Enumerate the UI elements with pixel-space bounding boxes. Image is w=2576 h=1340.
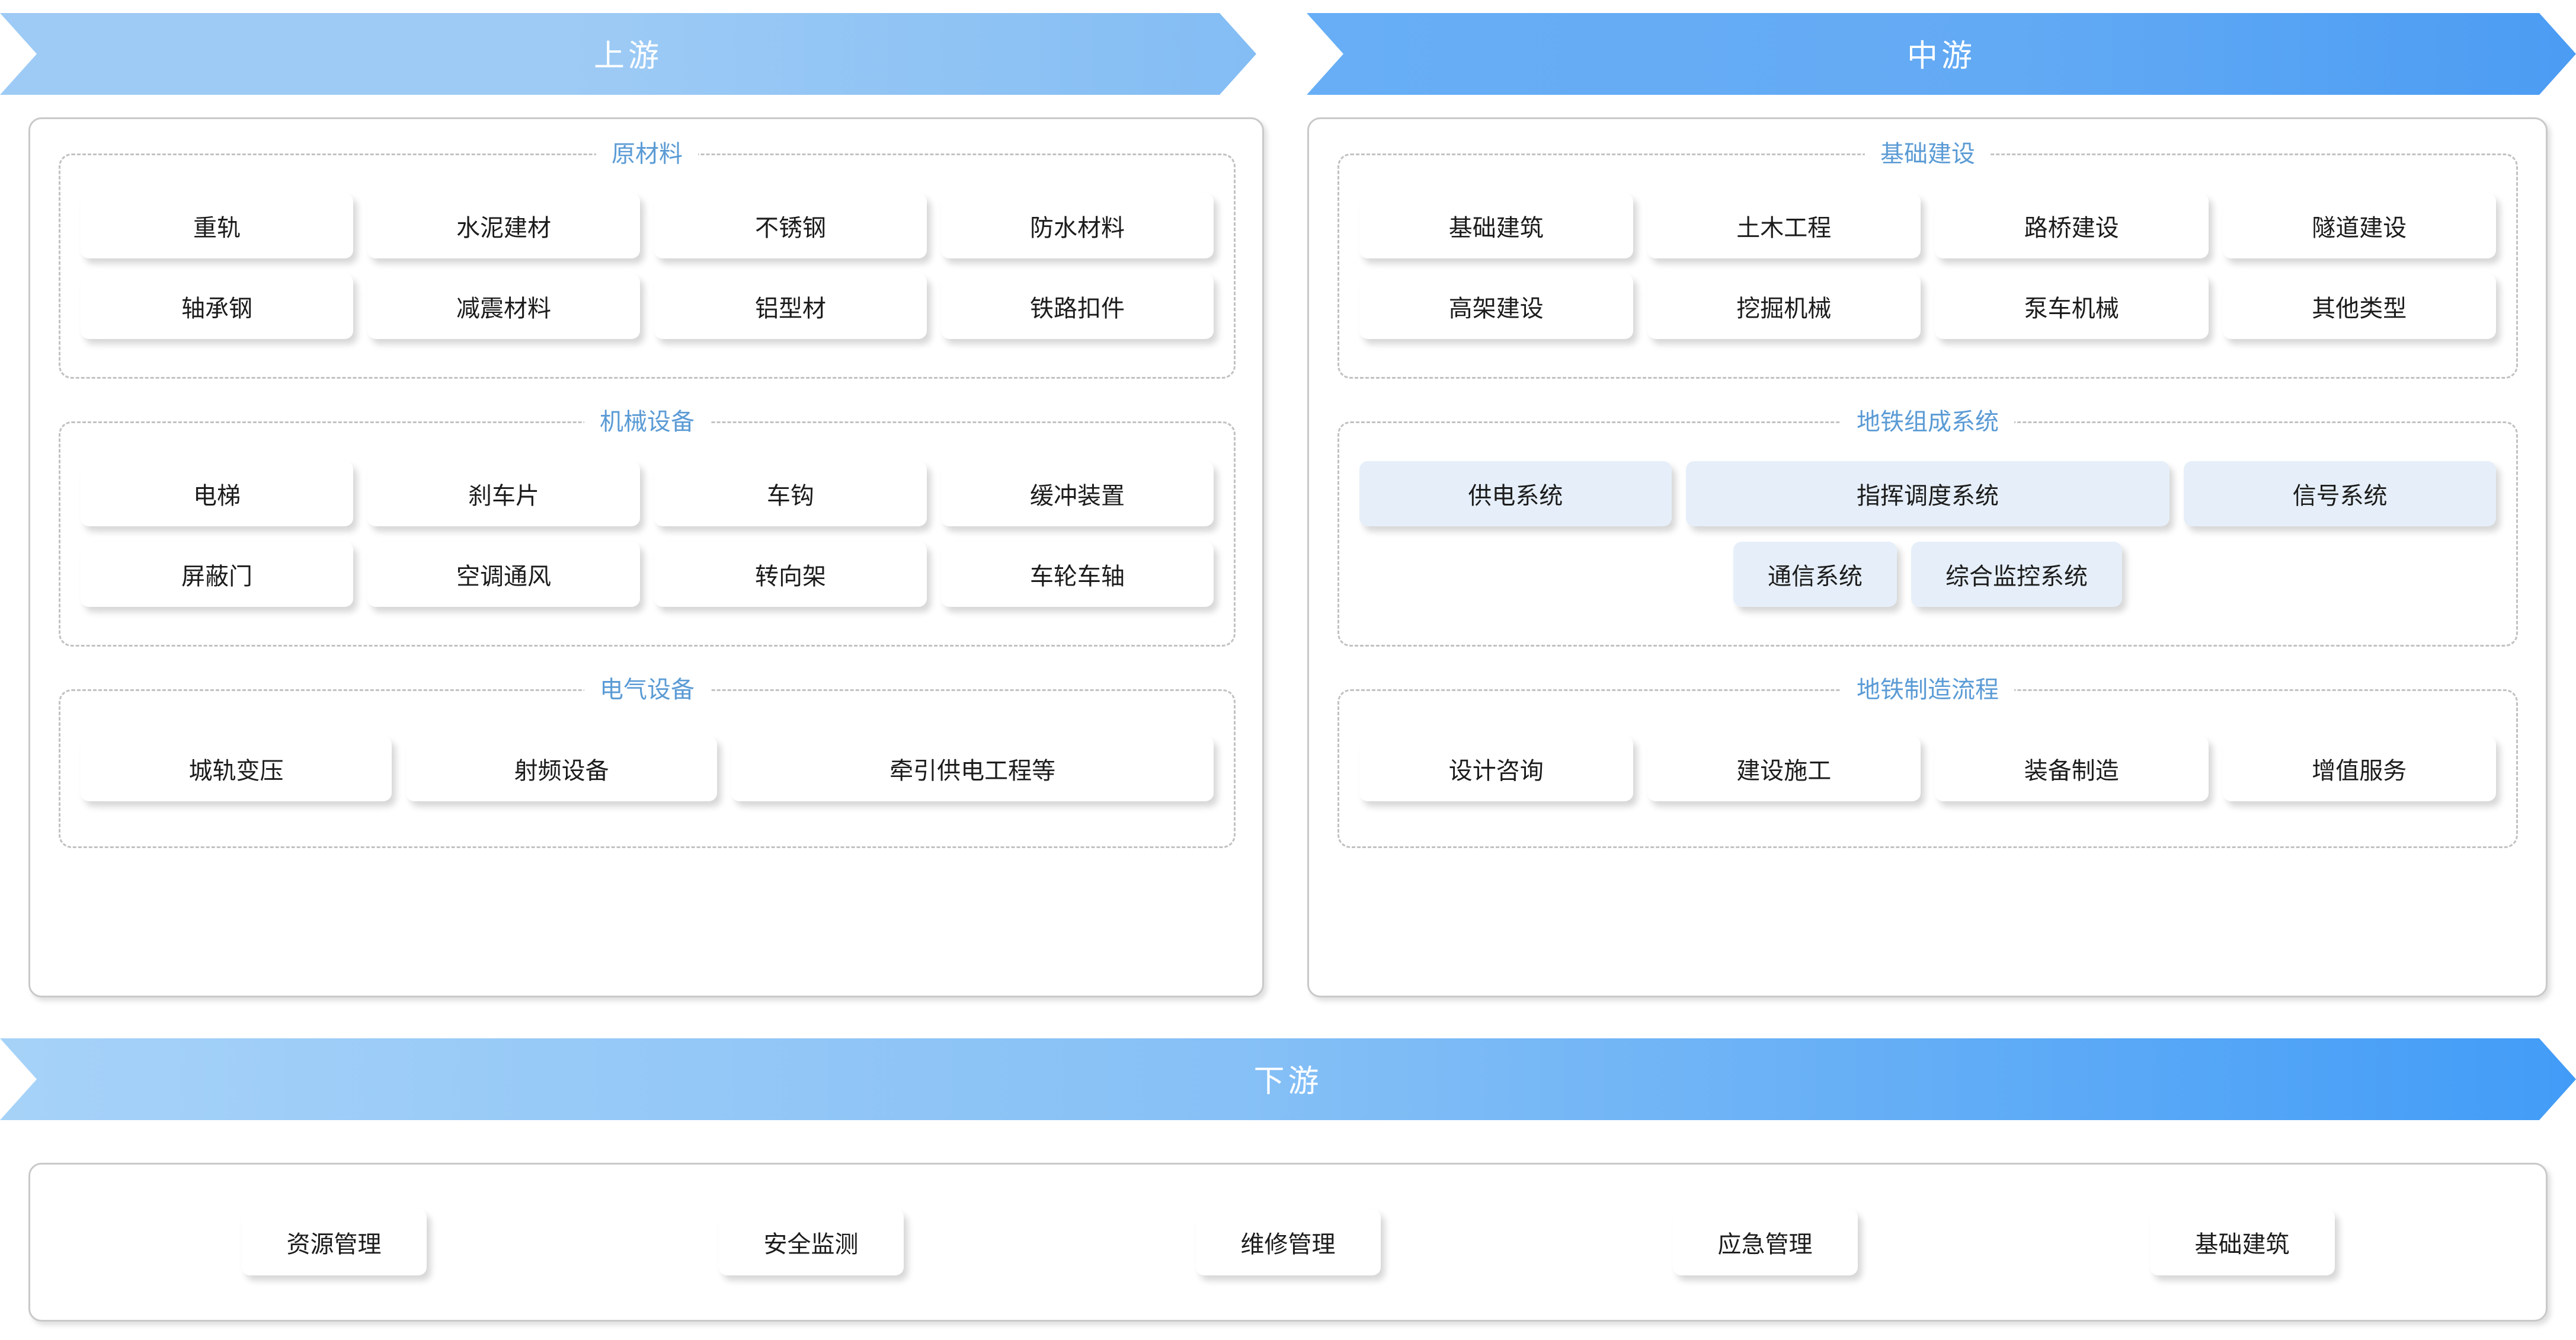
- chip-item[interactable]: 基础建筑: [2149, 1209, 2335, 1275]
- banner-upstream-label: 上游: [593, 39, 663, 73]
- chip-item[interactable]: 建设施工: [1647, 736, 1921, 801]
- chip-item[interactable]: 缓冲装置: [941, 461, 1214, 526]
- group-metro-systems: 地铁组成系统 供电系统 指挥调度系统 信号系统 通信系统 综合监控系统: [1337, 405, 2518, 647]
- chip-item[interactable]: 减震材料: [367, 274, 640, 339]
- chip-item[interactable]: 重轨: [81, 193, 353, 258]
- group-infrastructure: 基础建设 基础建筑 土木工程 路桥建设 隧道建设 高架建设 挖掘机械 泵车机械 …: [1337, 137, 2518, 379]
- chip-item[interactable]: 增值服务: [2222, 736, 2496, 801]
- chip-row: 电梯 刹车片 车钩 缓冲装置: [81, 461, 1214, 526]
- panel-midstream: 基础建设 基础建筑 土木工程 路桥建设 隧道建设 高架建设 挖掘机械 泵车机械 …: [1307, 117, 2548, 997]
- chip-item[interactable]: 车钩: [654, 461, 927, 526]
- chip-item[interactable]: 牵引供电工程等: [731, 736, 1214, 801]
- chip-item[interactable]: 基础建筑: [1359, 193, 1633, 258]
- chip-item[interactable]: 防水材料: [941, 193, 1214, 258]
- chip-item[interactable]: 路桥建设: [1935, 193, 2209, 258]
- chip-row: 基础建筑 土木工程 路桥建设 隧道建设: [1359, 193, 2496, 258]
- chip-row: 轴承钢 减震材料 铝型材 铁路扣件: [81, 274, 1214, 339]
- panel-downstream: 资源管理 安全监测 维修管理 应急管理 基础建筑: [28, 1163, 2548, 1322]
- group-electrical-equipment-legend: 电气设备: [584, 673, 710, 706]
- chip-item[interactable]: 隧道建设: [2222, 193, 2496, 258]
- chip-item[interactable]: 空调通风: [367, 542, 640, 607]
- chip-item[interactable]: 装备制造: [1935, 736, 2209, 801]
- chip-item[interactable]: 高架建设: [1359, 274, 1633, 339]
- chip-item[interactable]: 安全监测: [718, 1209, 904, 1275]
- group-electrical-equipment: 电气设备 城轨变压 射频设备 牵引供电工程等: [59, 673, 1236, 848]
- chip-item[interactable]: 轴承钢: [81, 274, 353, 339]
- chip-item[interactable]: 综合监控系统: [1911, 542, 2122, 607]
- chip-item[interactable]: 土木工程: [1647, 193, 1921, 258]
- group-raw-materials: 原材料 重轨 水泥建材 不锈钢 防水材料 轴承钢 减震材料 铝型材 铁路扣件: [59, 137, 1236, 379]
- chip-item[interactable]: 维修管理: [1195, 1209, 1381, 1275]
- chip-item[interactable]: 电梯: [81, 461, 353, 526]
- chip-item[interactable]: 资源管理: [241, 1209, 427, 1275]
- banner-midstream-label: 中游: [1906, 39, 1976, 73]
- chip-item[interactable]: 其他类型: [2222, 274, 2496, 339]
- chip-item[interactable]: 通信系统: [1733, 542, 1897, 607]
- chip-row: 屏蔽门 空调通风 转向架 车轮车轴: [81, 542, 1214, 607]
- banner-midstream: 中游: [1307, 13, 2576, 95]
- chip-item[interactable]: 供电系统: [1359, 461, 1672, 526]
- group-metro-manufacturing-flow-legend: 地铁制造流程: [1841, 673, 2014, 706]
- chip-row: 通信系统 综合监控系统: [1359, 542, 2496, 607]
- chip-row: 重轨 水泥建材 不锈钢 防水材料: [81, 193, 1214, 258]
- chip-item[interactable]: 刹车片: [367, 461, 640, 526]
- group-metro-systems-legend: 地铁组成系统: [1841, 405, 2014, 439]
- group-raw-materials-legend: 原材料: [596, 137, 698, 171]
- chip-item[interactable]: 屏蔽门: [81, 542, 353, 607]
- banner-upstream: 上游: [0, 13, 1256, 95]
- chip-row: 供电系统 指挥调度系统 信号系统: [1359, 461, 2497, 526]
- chip-item[interactable]: 水泥建材: [367, 193, 640, 258]
- chip-item[interactable]: 挖掘机械: [1647, 274, 1921, 339]
- banner-downstream-label: 下游: [1253, 1064, 1323, 1099]
- chip-item[interactable]: 设计咨询: [1359, 736, 1633, 801]
- chip-item[interactable]: 应急管理: [1672, 1209, 1858, 1275]
- chip-row: 城轨变压 射频设备 牵引供电工程等: [81, 736, 1214, 801]
- chip-item[interactable]: 城轨变压: [81, 736, 392, 801]
- group-infrastructure-legend: 基础建设: [1865, 137, 1991, 171]
- chip-item[interactable]: 车轮车轴: [941, 542, 1214, 607]
- chip-item[interactable]: 转向架: [654, 542, 927, 607]
- panel-upstream: 原材料 重轨 水泥建材 不锈钢 防水材料 轴承钢 减震材料 铝型材 铁路扣件 机…: [28, 117, 1264, 997]
- group-mechanical-equipment: 机械设备 电梯 刹车片 车钩 缓冲装置 屏蔽门 空调通风 转向架 车轮车轴: [59, 405, 1236, 647]
- banner-downstream: 下游: [0, 1038, 2576, 1120]
- chip-item[interactable]: 铝型材: [654, 274, 927, 339]
- chip-item[interactable]: 不锈钢: [654, 193, 927, 258]
- group-metro-manufacturing-flow: 地铁制造流程 设计咨询 建设施工 装备制造 增值服务: [1337, 673, 2518, 848]
- chip-item[interactable]: 铁路扣件: [941, 274, 1214, 339]
- group-mechanical-equipment-legend: 机械设备: [584, 405, 710, 439]
- chip-row: 设计咨询 建设施工 装备制造 增值服务: [1359, 736, 2496, 801]
- chip-item[interactable]: 信号系统: [2184, 461, 2497, 526]
- chip-item[interactable]: 射频设备: [406, 736, 718, 801]
- chip-item[interactable]: 泵车机械: [1935, 274, 2209, 339]
- chip-item[interactable]: 指挥调度系统: [1685, 461, 2170, 526]
- chip-row: 高架建设 挖掘机械 泵车机械 其他类型: [1359, 274, 2496, 339]
